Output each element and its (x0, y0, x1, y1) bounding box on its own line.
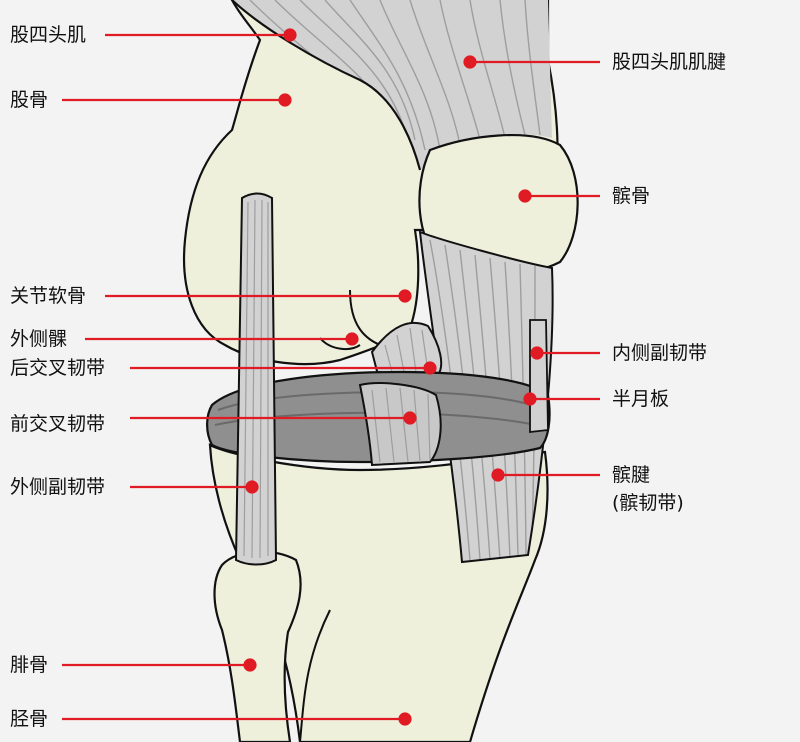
label-lateral-condyle: 外侧髁 (10, 328, 68, 350)
label-quadriceps: 股四头肌 (10, 24, 87, 46)
label-pcl: 后交叉韧带 (10, 357, 106, 379)
label-fibula: 腓骨 (10, 654, 49, 676)
label-articular-cartilage: 关节软骨 (10, 285, 87, 307)
mcl-shape (529, 319, 549, 434)
label-meniscus: 半月板 (612, 388, 670, 410)
label-patella: 髌骨 (612, 185, 651, 207)
acl-shape (358, 382, 442, 467)
label-patellar-ligament: (髌韧带) (612, 492, 684, 514)
label-tibia: 胫骨 (10, 708, 49, 730)
label-patellar-tendon: 髌腱 (612, 464, 651, 486)
label-patellar-tendon-group: 髌腱 (髌韧带) (612, 461, 684, 517)
label-mcl: 内侧副韧带 (612, 342, 708, 364)
label-femur: 股骨 (10, 89, 49, 111)
label-acl: 前交叉韧带 (10, 413, 106, 435)
label-quadriceps-tendon: 股四头肌肌腱 (612, 51, 727, 73)
lcl-shape (234, 192, 278, 566)
fibula-shape (213, 550, 302, 742)
label-lcl: 外侧副韧带 (10, 476, 106, 498)
